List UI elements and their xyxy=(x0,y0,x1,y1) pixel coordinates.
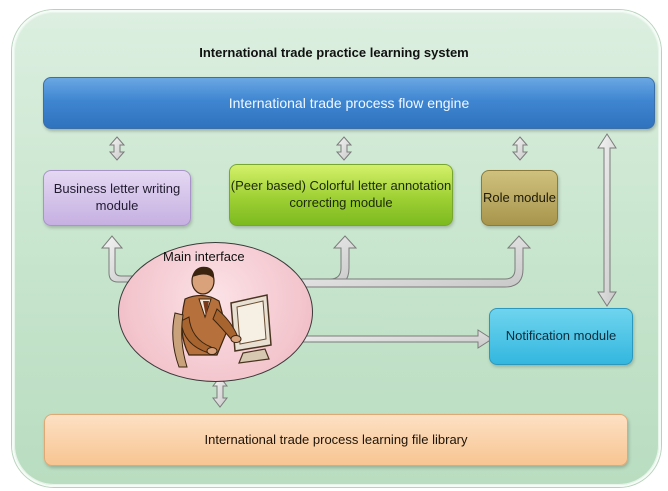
main-to-role-arrow xyxy=(299,235,532,288)
person-at-computer-icon xyxy=(172,266,272,368)
main-interface-circle xyxy=(118,242,313,382)
colorful-letter-module: (Peer based) Colorful letter annotation … xyxy=(229,164,453,226)
engine-role-double-arrow xyxy=(511,136,529,161)
learning-file-library: International trade process learning fil… xyxy=(44,414,628,466)
engine-business-double-arrow xyxy=(108,136,126,161)
notification-module: Notification module xyxy=(489,308,633,365)
business-letter-module: Business letter writing module xyxy=(43,170,191,226)
engine-colorful-double-arrow xyxy=(335,136,353,161)
main-interface-label: Main interface xyxy=(163,249,245,264)
flow-engine-box: International trade process flow engine xyxy=(43,77,655,129)
main-to-business-arrow xyxy=(100,235,143,283)
main-library-double-arrow xyxy=(211,376,229,408)
engine-notification-double-arrow xyxy=(597,133,617,307)
role-module: Role module xyxy=(481,170,558,226)
diagram-title: International trade practice learning sy… xyxy=(199,45,469,60)
